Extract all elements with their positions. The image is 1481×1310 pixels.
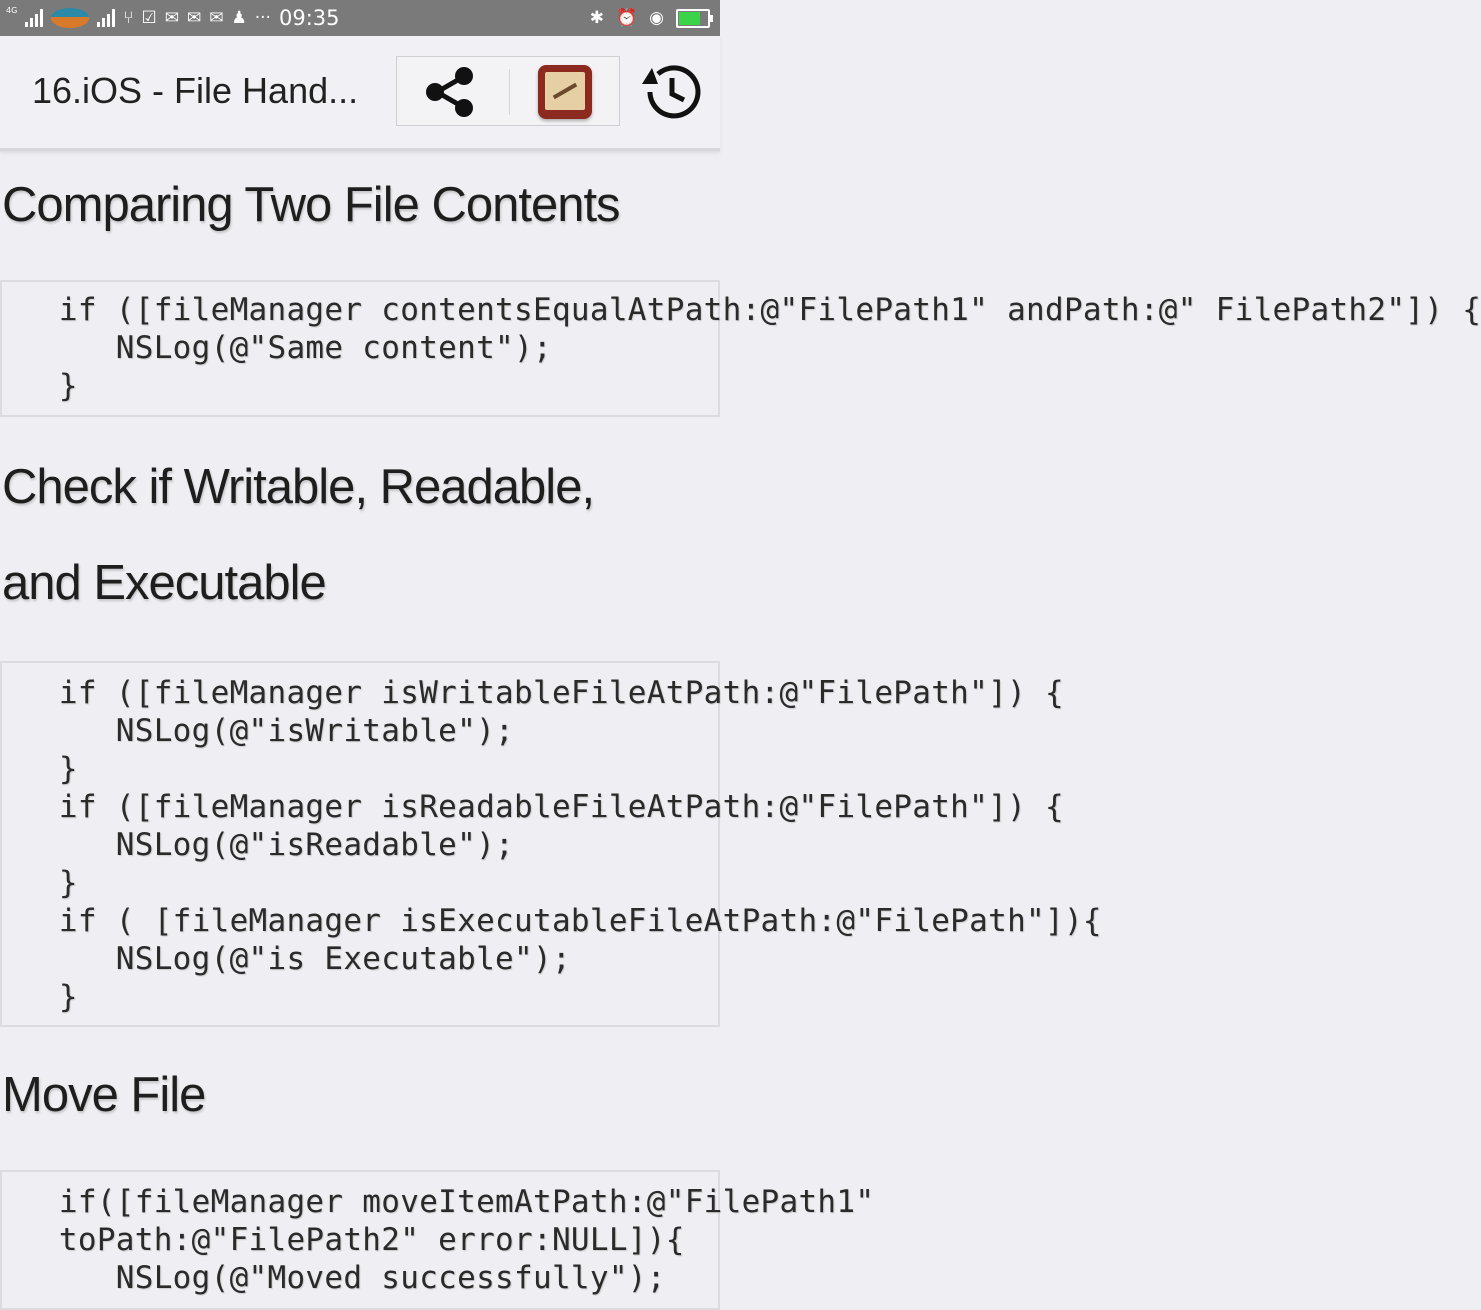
code-line: } xyxy=(2,368,78,404)
app-bar: 16.iOS - File Hand... xyxy=(0,36,720,151)
vpn-icon: ⑂ xyxy=(123,8,134,28)
check-icon: ☑ xyxy=(141,8,157,28)
notification-icon: ♟ xyxy=(231,8,247,28)
status-right-icons: ✱ ⏰ ◉ xyxy=(589,6,713,30)
code-block-compare: if ([fileManager contentsEqualAtPath:@"F… xyxy=(0,280,1481,417)
code-line: } xyxy=(2,979,78,1015)
mail-icon: ✉ xyxy=(187,8,202,28)
eye-icon: ◉ xyxy=(649,8,664,28)
share-icon xyxy=(426,67,473,117)
action-divider xyxy=(509,69,510,115)
carrier-logo-icon xyxy=(51,8,90,28)
code-line: if ( [fileManager isExecutableFileAtPath… xyxy=(2,903,1102,939)
more-notifications-label: ··· xyxy=(254,8,271,28)
section-heading-permissions-line2: and Executable xyxy=(2,556,327,610)
mail-icon: ✉ xyxy=(209,8,224,28)
bluetooth-icon: ✱ xyxy=(589,8,604,28)
status-left-icons: 4G ⑂ ☑ ✉ ✉ ✉ ♟ ··· 09:35 xyxy=(6,6,340,30)
code-line: if ([fileManager isWritableFileAtPath:@"… xyxy=(2,675,1064,711)
section-heading-permissions-line1: Check if Writable, Readable, xyxy=(2,460,595,514)
history-button[interactable] xyxy=(638,62,702,122)
status-time: 09:35 xyxy=(278,6,340,30)
code-line: NSLog(@"isReadable"); xyxy=(2,827,515,863)
code-line: toPath:@"FilePath2" error:NULL]){ xyxy=(2,1222,685,1258)
section-heading-move: Move File xyxy=(2,1068,206,1122)
alarm-icon: ⏰ xyxy=(615,8,638,28)
mail-icon: ✉ xyxy=(164,8,179,28)
signal-icon xyxy=(25,9,44,27)
code-line: if([fileManager moveItemAtPath:@"FilePat… xyxy=(2,1184,875,1220)
status-bar: 4G ⑂ ☑ ✉ ✉ ✉ ♟ ··· 09:35 ✱ ⏰ ◉ xyxy=(0,0,720,36)
action-group xyxy=(396,56,620,126)
code-block-permissions: if ([fileManager isWritableFileAtPath:@"… xyxy=(0,661,1102,1027)
signal-icon xyxy=(97,9,116,27)
network-type-label: 4G xyxy=(6,6,18,15)
code-line: NSLog(@"is Executable"); xyxy=(2,941,571,977)
code-line: NSLog(@"isWritable"); xyxy=(2,713,515,749)
code-line: NSLog(@"Same content"); xyxy=(2,330,552,366)
history-icon xyxy=(642,65,701,119)
share-button[interactable] xyxy=(419,65,479,119)
code-line: NSLog(@"Moved successfully"); xyxy=(2,1260,666,1296)
code-line: } xyxy=(2,865,78,901)
page-title: 16.iOS - File Hand... xyxy=(32,70,359,111)
code-line: } xyxy=(2,751,78,787)
code-line: if ([fileManager contentsEqualAtPath:@"F… xyxy=(2,292,1481,328)
book-app-button[interactable] xyxy=(538,65,592,119)
code-line: if ([fileManager isReadableFileAtPath:@"… xyxy=(2,789,1064,825)
section-heading-compare: Comparing Two File Contents xyxy=(2,178,621,232)
code-block-move: if([fileManager moveItemAtPath:@"FilePat… xyxy=(0,1170,874,1310)
battery-icon xyxy=(676,8,713,28)
